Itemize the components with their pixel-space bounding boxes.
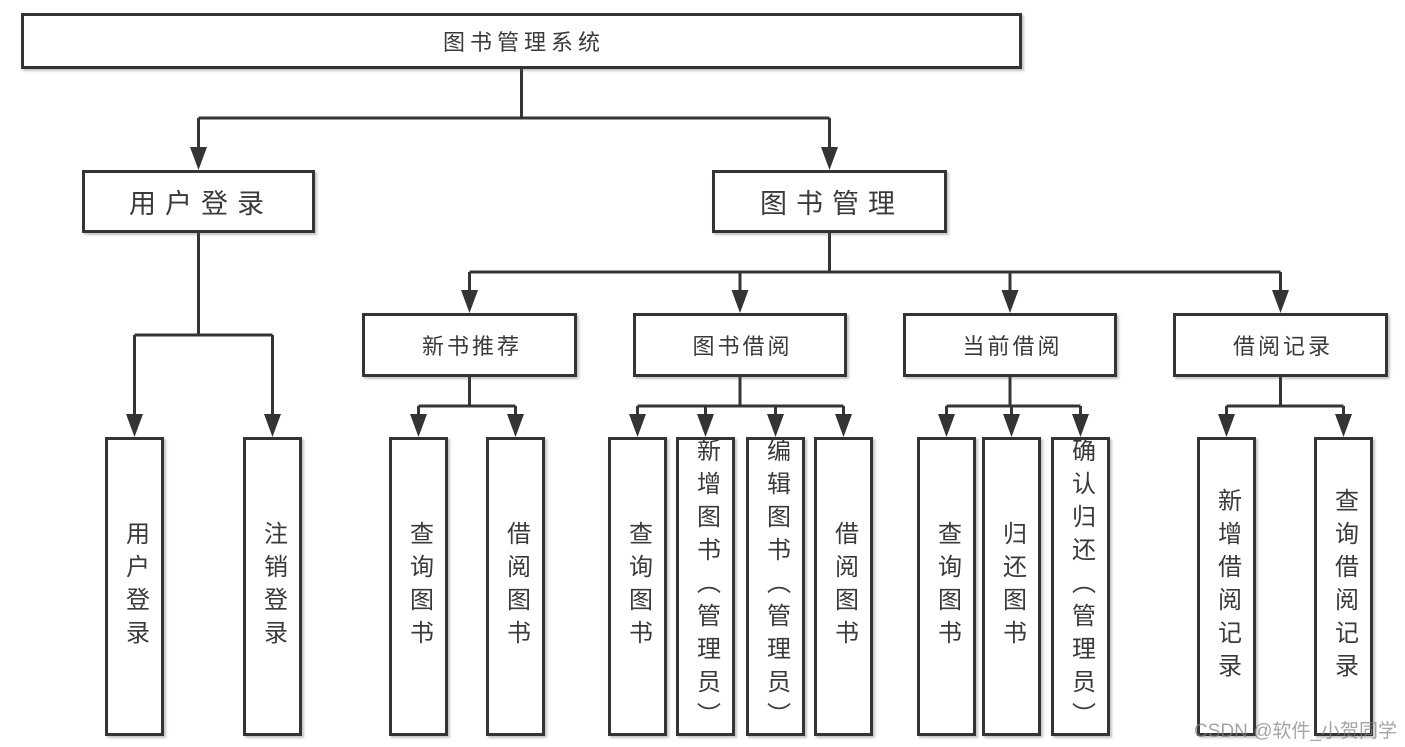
leaf-confirm-return-admin: 确认归还（管理员） — [1051, 437, 1110, 736]
leaf-add-borrow-record-label: 新增借阅记录 — [1213, 487, 1241, 686]
node-book-borrowing-label: 图书借阅 — [692, 334, 793, 359]
watermark: CSDN @软件_小贺同学 — [1194, 721, 1397, 742]
leaf-edit-book-admin: 编辑图书（管理员） — [746, 437, 805, 736]
leaf-edit-book-admin-label: 编辑图书（管理员） — [762, 438, 790, 735]
leaf-add-book-admin-label: 新增图书（管理员） — [692, 438, 720, 735]
node-new-book-recommendation-label: 新书推荐 — [421, 334, 522, 359]
leaf-user-login: 用户登录 — [105, 437, 164, 736]
leaf-query-book-1: 查询图书 — [389, 437, 448, 736]
node-user-login-label: 用户登录 — [129, 189, 273, 219]
leaf-borrow-book-2-label: 借阅图书 — [830, 520, 858, 653]
node-new-book-recommendation: 新书推荐 — [362, 313, 577, 377]
leaf-add-borrow-record: 新增借阅记录 — [1197, 437, 1256, 736]
leaf-add-book-admin: 新增图书（管理员） — [676, 437, 735, 736]
leaf-query-borrow-record: 查询借阅记录 — [1314, 437, 1373, 736]
leaf-borrow-book-2: 借阅图书 — [814, 437, 873, 736]
node-current-borrowing-label: 当前借阅 — [962, 334, 1063, 359]
leaf-query-book-2: 查询图书 — [608, 437, 667, 736]
leaf-borrow-book-1: 借阅图书 — [486, 437, 545, 736]
leaf-logout: 注销登录 — [243, 437, 302, 736]
leaf-borrow-book-1-label: 借阅图书 — [502, 520, 530, 653]
leaf-query-book-3: 查询图书 — [917, 437, 976, 736]
leaf-return-book: 归还图书 — [982, 437, 1041, 736]
leaf-confirm-return-admin-label: 确认归还（管理员） — [1067, 438, 1095, 735]
leaf-return-book-label: 归还图书 — [998, 520, 1026, 653]
node-user-login: 用户登录 — [82, 170, 315, 233]
leaf-query-book-2-label: 查询图书 — [624, 520, 652, 653]
node-current-borrowing: 当前借阅 — [903, 313, 1117, 377]
node-book-borrowing: 图书借阅 — [633, 313, 847, 377]
leaf-user-login-label: 用户登录 — [121, 520, 149, 653]
node-system-root-label: 图书管理系统 — [442, 30, 605, 55]
node-book-management: 图书管理 — [712, 170, 947, 233]
leaf-query-book-3-label: 查询图书 — [933, 520, 961, 653]
leaf-logout-label: 注销登录 — [259, 520, 287, 653]
node-borrow-records-label: 借阅记录 — [1232, 334, 1333, 359]
node-borrow-records: 借阅记录 — [1173, 313, 1388, 377]
node-book-management-label: 图书管理 — [760, 189, 904, 219]
leaf-query-book-1-label: 查询图书 — [405, 520, 433, 653]
node-system-root: 图书管理系统 — [21, 13, 1022, 69]
leaf-query-borrow-record-label: 查询借阅记录 — [1330, 487, 1358, 686]
